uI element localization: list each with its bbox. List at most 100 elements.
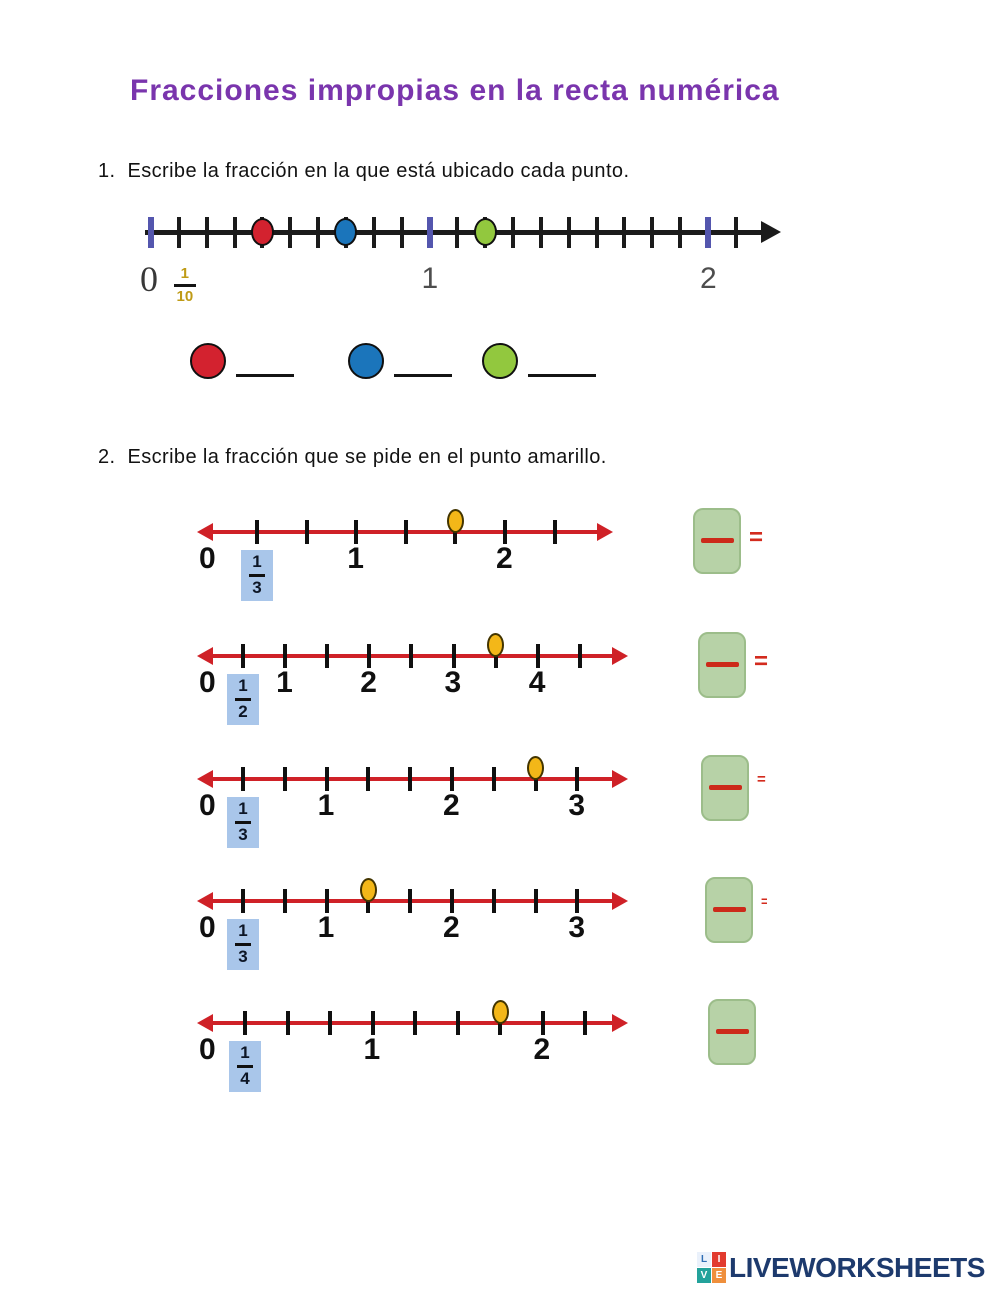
answer-blanks-row	[0, 343, 1000, 393]
integer-tick-mark	[148, 217, 154, 248]
axis-label-2: 2	[533, 1033, 551, 1066]
tick-mark	[243, 1011, 247, 1035]
answer-box[interactable]	[701, 755, 749, 821]
answer-circle-blue	[348, 343, 384, 379]
fraction-numerator: 1	[238, 921, 248, 940]
tick-mark	[491, 889, 496, 913]
answer-circle-red	[190, 343, 226, 379]
answer-fraction-bar	[709, 785, 742, 790]
fraction-denominator: 2	[238, 701, 248, 721]
logo-letter-V: V	[697, 1268, 711, 1283]
answer-box[interactable]	[705, 877, 753, 943]
tick-mark	[577, 644, 582, 668]
tick-mark	[678, 217, 683, 248]
tick-mark	[408, 889, 413, 913]
right-arrowhead-icon	[597, 523, 613, 541]
fraction-denominator: 3	[238, 946, 248, 966]
fraction-bar	[249, 573, 265, 577]
axis-label-2: 2	[700, 262, 717, 295]
tick-mark	[491, 767, 496, 791]
left-arrowhead-icon	[197, 1014, 213, 1032]
left-arrowhead-icon	[197, 647, 213, 665]
tick-mark	[328, 1011, 332, 1035]
fraction-bar	[173, 283, 196, 287]
question-2-text: Escribe la fracción que se pide en el pu…	[127, 446, 607, 468]
answer-blank-green[interactable]	[528, 374, 596, 377]
question-2-number: 2.	[98, 446, 116, 468]
tick-mark	[241, 767, 245, 791]
fraction-bar	[235, 697, 251, 701]
tick-mark	[450, 767, 454, 791]
tick-mark	[503, 520, 507, 544]
tick-mark	[366, 767, 371, 791]
tick-mark	[733, 217, 738, 248]
axis-label-1: 1	[317, 911, 335, 944]
axis-label-3: 3	[568, 911, 586, 944]
yellow-point-dot	[527, 756, 545, 780]
tick-mark	[288, 217, 293, 248]
axis-label-0: 0	[199, 911, 216, 944]
left-arrowhead-icon	[197, 523, 213, 541]
axis-label-2: 2	[360, 666, 377, 699]
axis-label-0: 0	[140, 259, 158, 299]
tick-mark	[622, 217, 627, 248]
axis-label-0: 0	[199, 1033, 216, 1066]
yellow-point-dot	[446, 509, 464, 533]
axis-label-1: 1	[317, 789, 335, 822]
left-arrowhead-icon	[197, 892, 213, 910]
point-dot-blue	[334, 218, 358, 246]
tick-mark	[176, 217, 181, 248]
tick-mark	[367, 644, 372, 668]
point-dot-green	[473, 218, 497, 246]
logo-letter-L: L	[697, 1252, 711, 1267]
tick-mark	[204, 217, 209, 248]
fraction-numerator: 1	[238, 676, 248, 695]
red-line-shaft	[207, 899, 618, 903]
tick-mark	[403, 520, 408, 544]
tick-mark	[455, 1011, 460, 1035]
axis-label-3: 3	[444, 666, 462, 699]
tick-mark	[540, 1011, 545, 1035]
equals-sign: =	[754, 648, 769, 675]
fraction-numerator: 1	[240, 1043, 250, 1062]
fraction-bar	[235, 820, 251, 824]
tick-mark	[304, 520, 309, 544]
fraction-denominator: 3	[252, 577, 262, 597]
red-line-shaft	[207, 1021, 618, 1025]
right-arrowhead-icon	[612, 647, 628, 665]
answer-box[interactable]	[693, 508, 741, 574]
answer-box[interactable]	[708, 999, 756, 1065]
tick-mark	[241, 644, 245, 668]
fraction-denominator: 3	[238, 824, 248, 844]
right-arrowhead-icon	[612, 1014, 628, 1032]
answer-fraction-bar	[716, 1029, 749, 1034]
axis-label-3: 3	[568, 789, 586, 822]
tick-mark	[552, 520, 557, 544]
question-1-text: Escribe la fracción en la que está ubica…	[127, 160, 630, 182]
axis-label-1: 1	[276, 666, 293, 699]
answer-box[interactable]	[698, 632, 746, 698]
answer-blank-red[interactable]	[236, 374, 294, 377]
axis-label-1: 1	[421, 262, 439, 295]
fraction-denominator: 10	[176, 287, 194, 305]
red-line-shaft	[207, 777, 618, 781]
fraction-numerator: 1	[252, 552, 262, 571]
axis-label-2: 2	[443, 789, 460, 822]
answer-fraction-bar	[701, 538, 734, 543]
tick-mark	[409, 644, 414, 668]
logo-letter-I: I	[712, 1252, 726, 1267]
answer-circle-green	[482, 343, 518, 379]
answer-blank-blue[interactable]	[394, 374, 452, 377]
point-dot-red	[250, 218, 274, 246]
tick-mark	[408, 767, 413, 791]
tick-mark	[283, 644, 288, 668]
fraction-numerator: 1	[238, 799, 248, 818]
